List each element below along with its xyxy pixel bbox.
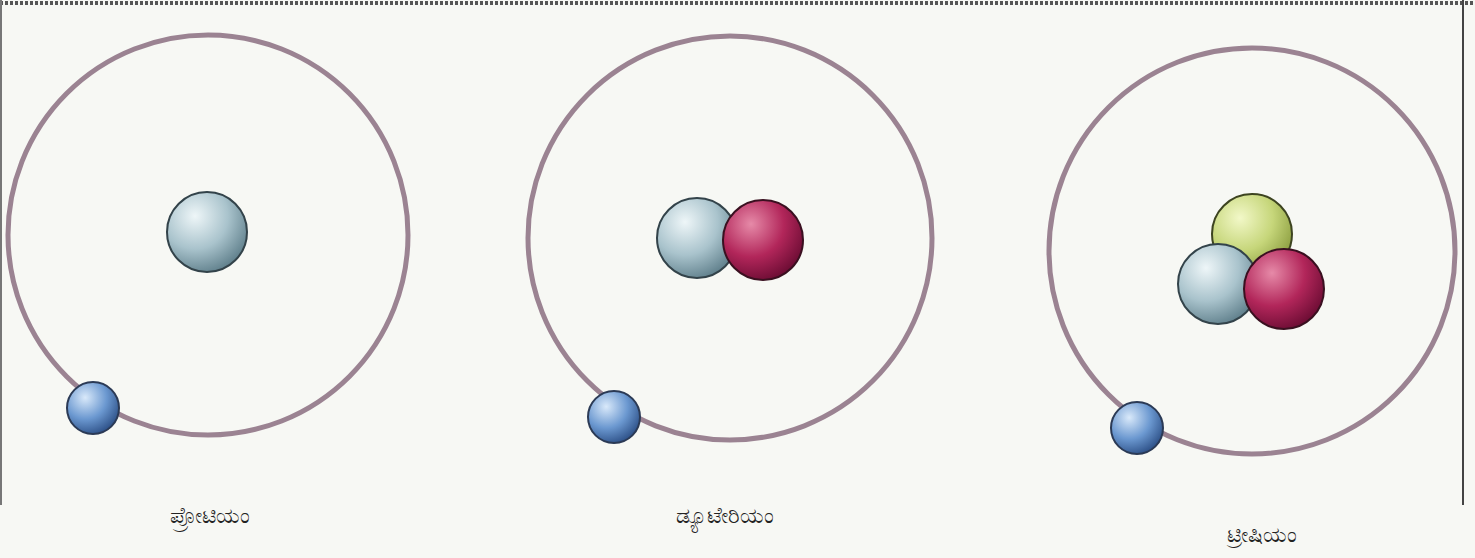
deuterium-atom	[528, 36, 932, 443]
tritium-atom	[1049, 48, 1455, 454]
frame-top	[0, 1, 1475, 5]
frame-right	[1462, 0, 1464, 505]
isotope-name: ಟ್ರೀಷಿಯಂ	[1227, 522, 1297, 547]
protium-atom	[8, 35, 408, 435]
frame-left	[0, 0, 2, 505]
isotope-name: ಡ್ಯೂಟೇರಿಯಂ	[676, 503, 774, 528]
isotope-name: ಪ್ರೋಟಿಯಂ	[170, 503, 250, 528]
